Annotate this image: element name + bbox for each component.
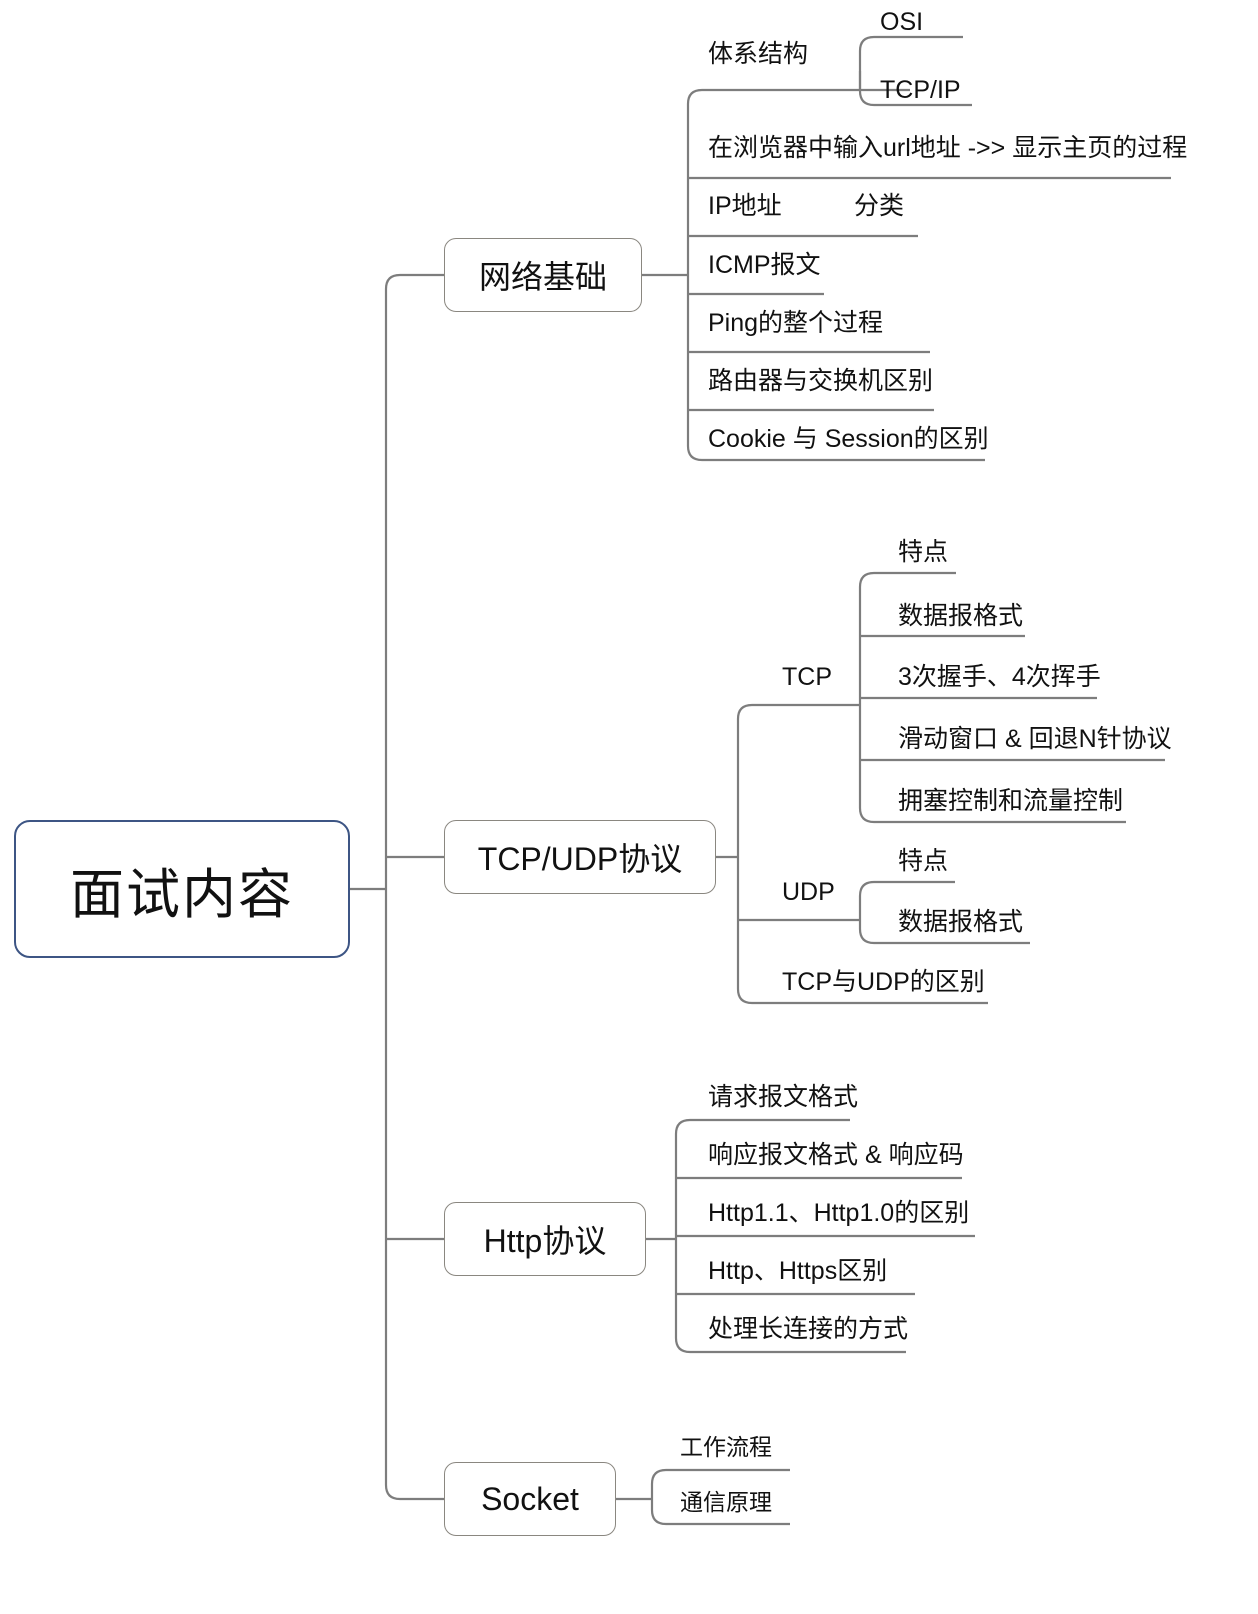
leaf-ping-process[interactable]: Ping的整个过程 bbox=[708, 309, 884, 337]
leaf-udp-datagram-format[interactable]: 数据报格式 bbox=[898, 908, 1024, 936]
leaf-response-message-format[interactable]: 响应报文格式 & 响应码 bbox=[708, 1141, 964, 1169]
leaf-tcp-features[interactable]: 特点 bbox=[898, 538, 949, 566]
leaf-sliding-window[interactable]: 滑动窗口 & 回退N针协议 bbox=[898, 725, 1172, 753]
leaf-cookie-vs-session[interactable]: Cookie 与 Session的区别 bbox=[708, 425, 989, 453]
branch-node-socket[interactable]: Socket bbox=[444, 1462, 616, 1536]
leaf-architecture[interactable]: 体系结构 bbox=[708, 40, 809, 68]
leaf-work-flow[interactable]: 工作流程 bbox=[680, 1434, 772, 1460]
branch-node-http[interactable]: Http协议 bbox=[444, 1202, 646, 1276]
leaf-http-vs-https[interactable]: Http、Https区别 bbox=[708, 1257, 888, 1285]
leaf-udp[interactable]: UDP bbox=[782, 878, 835, 906]
root-node-label: 面试内容 bbox=[70, 864, 294, 925]
connector-lines bbox=[350, 35, 1171, 1526]
root-node[interactable]: 面试内容 bbox=[14, 820, 350, 958]
branch-label: Socket bbox=[481, 1480, 579, 1517]
leaf-communication-principle[interactable]: 通信原理 bbox=[680, 1489, 772, 1515]
leaf-udp-features[interactable]: 特点 bbox=[898, 847, 949, 875]
leaf-tcp-vs-udp[interactable]: TCP与UDP的区别 bbox=[782, 968, 985, 996]
leaf-long-connection-handling[interactable]: 处理长连接的方式 bbox=[708, 1315, 909, 1343]
leaf-tcp[interactable]: TCP bbox=[782, 663, 832, 691]
branch-label: TCP/UDP协议 bbox=[477, 841, 683, 877]
leaf-request-message-format[interactable]: 请求报文格式 bbox=[708, 1083, 859, 1111]
leaf-tcp-ip[interactable]: TCP/IP bbox=[880, 76, 961, 104]
branch-node-tcp-udp[interactable]: TCP/UDP协议 bbox=[444, 820, 716, 894]
leaf-congestion-flow-control[interactable]: 拥塞控制和流量控制 bbox=[898, 787, 1124, 815]
leaf-osi[interactable]: OSI bbox=[880, 8, 924, 36]
branch-label: Http协议 bbox=[483, 1223, 607, 1259]
branch-label: 网络基础 bbox=[478, 259, 607, 295]
leaf-ip-address[interactable]: IP地址 bbox=[708, 192, 782, 220]
branch-node-network-basics[interactable]: 网络基础 bbox=[444, 238, 642, 312]
leaf-icmp-message[interactable]: ICMP报文 bbox=[708, 251, 821, 279]
leaf-router-vs-switch[interactable]: 路由器与交换机区别 bbox=[708, 367, 934, 395]
leaf-url-to-homepage[interactable]: 在浏览器中输入url地址 ->> 显示主页的过程 bbox=[708, 134, 1188, 162]
leaf-handshake-wave[interactable]: 3次握手、4次挥手 bbox=[898, 663, 1101, 691]
leaf-tcp-datagram-format[interactable]: 数据报格式 bbox=[898, 602, 1024, 630]
leaf-ip-classification[interactable]: 分类 bbox=[854, 192, 905, 220]
leaf-http11-vs-http10[interactable]: Http1.1、Http1.0的区别 bbox=[708, 1199, 970, 1227]
